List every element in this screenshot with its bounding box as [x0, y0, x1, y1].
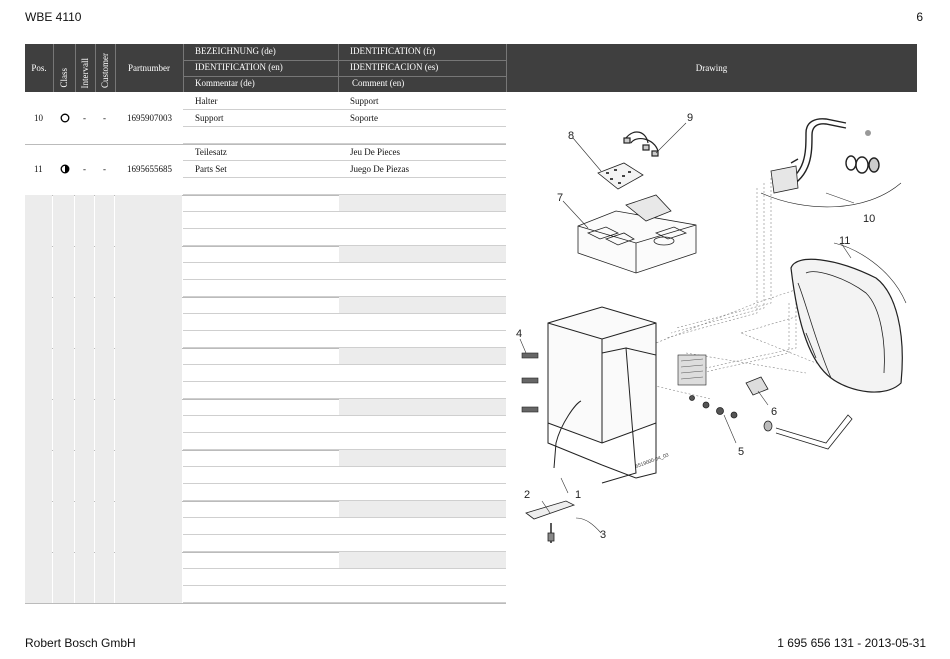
row-name-de: Teilesatz — [195, 147, 227, 157]
col-ident-es-header: IDENTIFICACION (es) — [350, 62, 439, 72]
row-intervall: - — [83, 164, 86, 174]
model-title: WBE 4110 — [25, 10, 82, 24]
class-circle-half-icon — [60, 164, 70, 174]
table-row: 10 - - 1695907003 Halter Support Support… — [25, 93, 506, 144]
callout-3: 3 — [600, 529, 606, 541]
table-header: Pos. Class Intervall Customer Partnumber… — [25, 44, 917, 92]
col-customer-header: Customer — [100, 53, 110, 88]
part-7-tray — [577, 194, 697, 274]
col-comment-en-header: Comment (en) — [352, 78, 405, 88]
empty-table-row — [25, 297, 506, 349]
callout-7: 7 — [557, 192, 563, 204]
col-pos-header: Pos. — [31, 63, 47, 73]
col-komm-de-header: Kommentar (de) — [195, 78, 255, 88]
col-drawing-header: Drawing — [695, 63, 728, 73]
part-3-bracket — [525, 500, 576, 543]
drawing-stamp: 6519000-04_03 — [635, 452, 670, 470]
row-name-en: Support — [195, 113, 224, 123]
empty-table-row — [25, 552, 506, 604]
part-4-screws — [521, 352, 539, 413]
row-name-es: Soporte — [350, 113, 378, 123]
callout-8: 8 — [568, 130, 574, 142]
callout-11: 11 — [839, 235, 850, 247]
row-pos: 10 — [34, 113, 43, 123]
part-10-holder — [760, 118, 902, 208]
main-frame — [547, 306, 707, 484]
part-8-board — [597, 162, 644, 190]
exploded-drawing: 6519000-04_03 1 2 3 4 5 6 7 8 9 10 11 — [516, 112, 907, 543]
part-6-shaft — [689, 376, 853, 450]
row-pos: 11 — [34, 164, 43, 174]
row-name-en: Parts Set — [195, 164, 227, 174]
document-reference: 1 695 656 131 - 2013-05-31 — [777, 636, 926, 650]
col-ident-en-header: IDENTIFICATION (en) — [195, 62, 283, 72]
row-name-de: Halter — [195, 96, 218, 106]
callout-5: 5 — [738, 446, 744, 458]
col-bez-de-header: BEZEICHNUNG (de) — [195, 46, 276, 56]
col-partnumber-header: Partnumber — [128, 63, 170, 73]
empty-table-row — [25, 399, 506, 451]
empty-table-row — [25, 501, 506, 553]
table-row: 11 - - 1695655685 Teilesatz Jeu De Piece… — [25, 144, 506, 195]
callout-6: 6 — [771, 406, 777, 418]
row-intervall: - — [83, 113, 86, 123]
callout-2: 2 — [524, 489, 530, 501]
col-class-header: Class — [59, 68, 69, 88]
row-name-fr: Support — [350, 96, 379, 106]
row-name-fr: Jeu De Pieces — [350, 147, 400, 157]
callout-4: 4 — [516, 328, 522, 340]
empty-table-row — [25, 195, 506, 247]
row-customer: - — [103, 113, 106, 123]
col-intervall-header: Intervall — [80, 57, 90, 89]
row-partnumber: 1695907003 — [127, 113, 172, 123]
row-partnumber: 1695655685 — [127, 164, 172, 174]
company-name: Robert Bosch GmbH — [25, 636, 136, 650]
class-circle-open-icon — [60, 113, 70, 123]
callout-9: 9 — [687, 112, 693, 124]
callout-1: 1 — [575, 489, 581, 501]
empty-table-row — [25, 246, 506, 298]
callout-10: 10 — [863, 213, 875, 225]
row-customer: - — [103, 164, 106, 174]
row-name-es: Juego De Piezas — [350, 164, 409, 174]
page-number: 6 — [916, 10, 923, 24]
empty-table-row — [25, 450, 506, 502]
part-9-cables — [623, 131, 659, 157]
part-11-hood — [790, 242, 907, 393]
empty-table-row — [25, 348, 506, 400]
col-ident-fr-header: IDENTIFICATION (fr) — [350, 46, 436, 56]
